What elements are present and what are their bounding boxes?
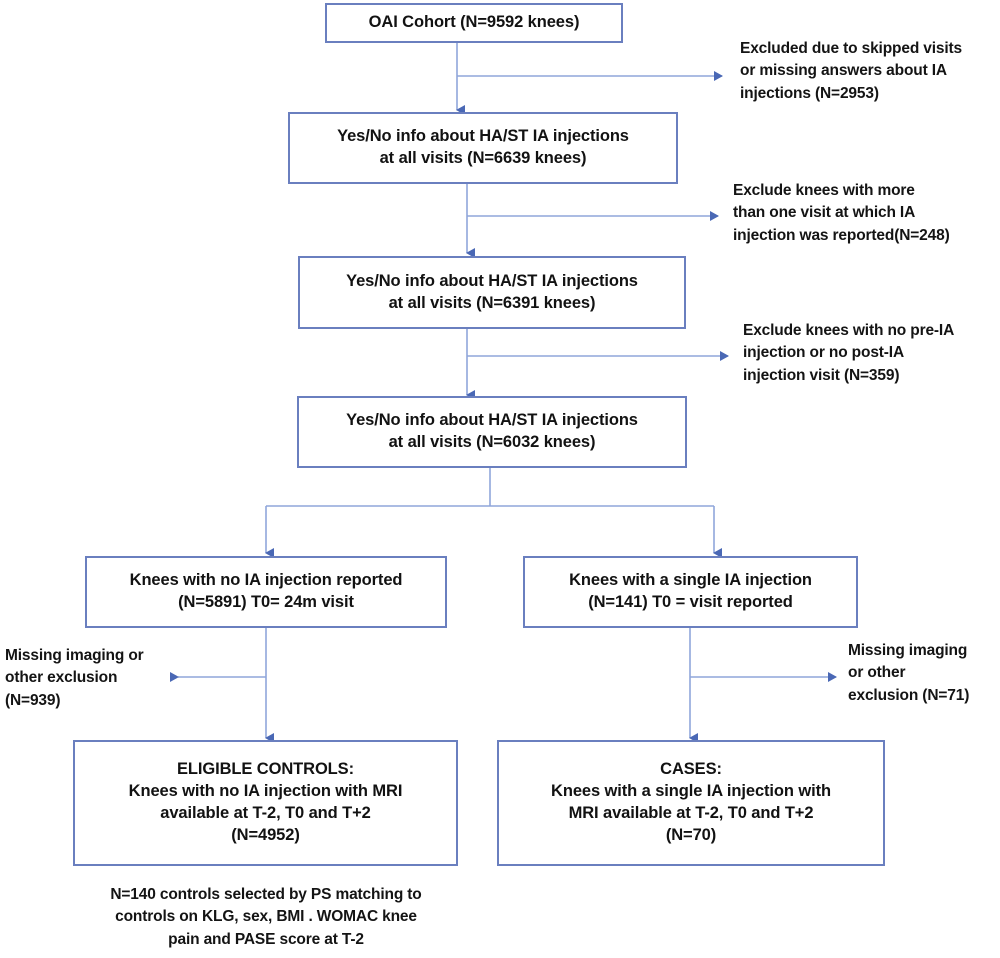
box-line: (N=70) [665,825,717,844]
caption-line: N=140 controls selected by PS matching t… [110,886,422,903]
exclusion-line: injection or no post-IA [743,344,905,362]
box-line: OAI Cohort (N=9592 knees) [368,13,580,32]
exclusion-line: than one visit at which IA [733,204,916,222]
exclusion-missing-imaging-left: Missing imaging or other exclusion (N=93… [5,645,175,712]
exclusion-line: other exclusion [5,669,118,687]
box-line: Yes/No info about HA/ST IA injections [346,271,638,290]
exclusion-line: or other [848,664,906,682]
exclusion-line: (N=939) [5,691,61,709]
box-line: at all visits (N=6391 knees) [388,293,596,312]
exclusion-line: Exclude knees with more [733,182,915,199]
box-line: Knees with no IA injection with MRI [128,782,403,801]
exclusion-line: injections (N=2953) [740,84,879,102]
box-line: ELIGIBLE CONTROLS: [177,760,354,779]
box-info-6032[interactable]: Yes/No info about HA/ST IA injections at… [297,396,687,468]
box-info-6391[interactable]: Yes/No info about HA/ST IA injections at… [298,256,686,329]
exclusion-line: injection was reported(N=248) [733,226,950,244]
ps-matching-note: N=140 controls selected by PS matching t… [60,884,472,951]
box-line: (N=4952) [231,825,300,844]
box-line: MRI available at T-2, T0 and T+2 [568,804,814,822]
exclusion-more-than-one-visit: Exclude knees with more than one visit a… [733,180,998,247]
box-line: CASES: [660,760,722,779]
caption-line: controls on KLG, sex, BMI . WOMAC knee [115,908,417,926]
box-line: Knees with no IA injection reported [129,571,403,590]
box-eligible-controls[interactable]: ELIGIBLE CONTROLS: Knees with no IA inje… [73,740,458,866]
box-line: at all visits (N=6639 knees) [379,149,587,167]
exclusion-line: Exclude knees with no pre-IA [743,322,955,339]
box-line: available at T-2, T0 and T+2 [160,804,371,822]
box-cases[interactable]: CASES: Knees with a single IA injection … [497,740,885,866]
exclusion-no-pre-or-post-visit: Exclude knees with no pre-IA injection o… [743,320,1000,387]
exclusion-skipped-visits: Excluded due to skipped visits or missin… [740,38,1000,105]
exclusion-line: injection visit (N=359) [743,366,900,384]
box-knees-no-injection[interactable]: Knees with no IA injection reported (N=5… [85,556,447,628]
exclusion-missing-imaging-right: Missing imaging or other exclusion (N=71… [848,640,1000,707]
box-oai-cohort[interactable]: OAI Cohort (N=9592 knees) [325,3,623,43]
exclusion-line: Missing imaging or [5,647,144,664]
box-line: Knees with a single IA injection with [551,782,831,801]
box-line: Yes/No info about HA/ST IA injections [346,411,638,430]
box-line: Yes/No info about HA/ST IA injections [337,127,629,146]
exclusion-line: Excluded due to skipped visits [740,40,963,57]
box-info-6639[interactable]: Yes/No info about HA/ST IA injections at… [288,112,678,184]
exclusion-line: or missing answers about IA [740,62,947,80]
exclusion-line: exclusion (N=71) [848,686,970,704]
box-line: at all visits (N=6032 knees) [388,433,596,451]
box-line: Knees with a single IA injection [569,571,812,590]
box-knees-single-injection[interactable]: Knees with a single IA injection (N=141)… [523,556,858,628]
box-line: (N=141) T0 = visit reported [588,593,793,611]
box-line: (N=5891) T0= 24m visit [178,593,354,611]
exclusion-line: Missing imaging [848,642,968,659]
caption-line: pain and PASE score at T-2 [168,930,364,948]
